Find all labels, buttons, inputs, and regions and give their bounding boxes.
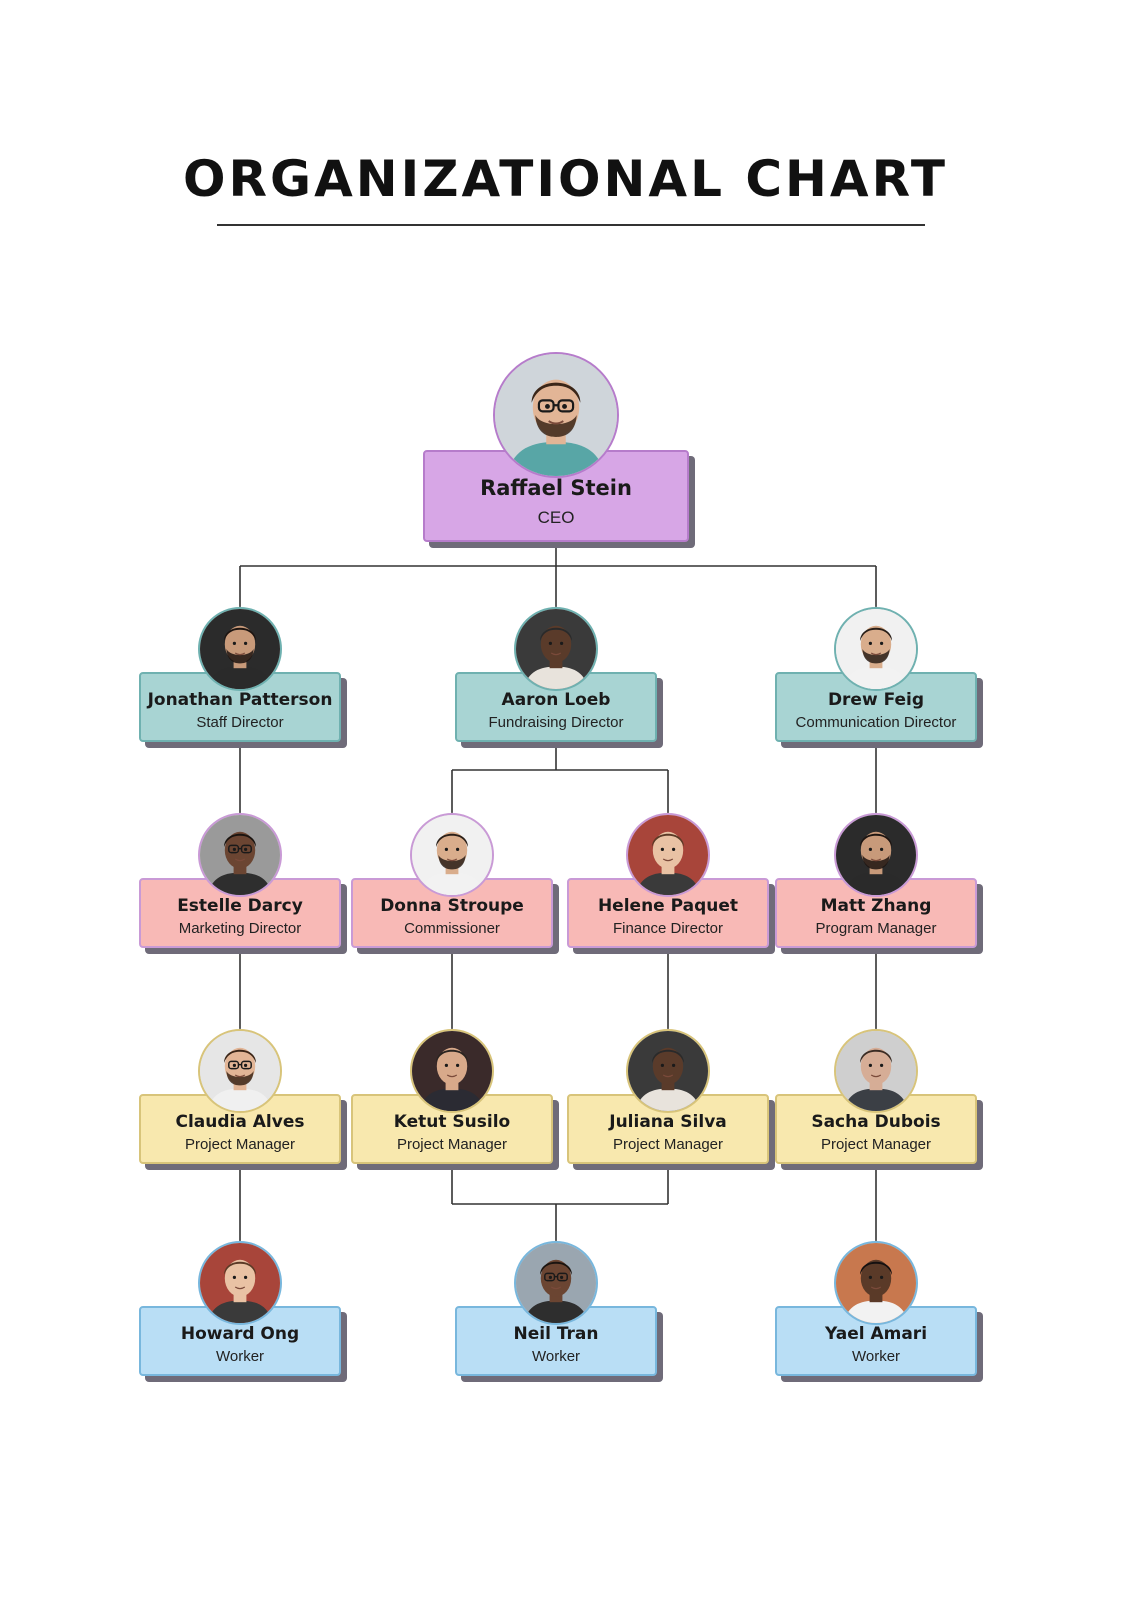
node-name: Ketut Susilo	[393, 1112, 511, 1132]
node-role: Project Manager	[184, 1136, 296, 1153]
node-role: Communication Director	[795, 714, 957, 731]
node-name: Neil Tran	[513, 1324, 599, 1344]
node-name: Sacha Dubois	[811, 1112, 941, 1132]
node-role: Worker	[215, 1348, 265, 1365]
avatar-matt-zhang	[834, 812, 918, 897]
avatar-raffael-stein	[493, 352, 619, 479]
node-name: Juliana Silva	[609, 1112, 727, 1132]
node-name: Matt Zhang	[820, 896, 932, 916]
node-name: Helene Paquet	[597, 896, 739, 916]
node-name: Claudia Alves	[175, 1112, 305, 1132]
avatar-howard-ong	[198, 1240, 282, 1325]
node-name: Howard Ong	[180, 1324, 300, 1344]
avatar-jonathan-patterson	[198, 606, 282, 691]
node-role: Project Manager	[612, 1136, 724, 1153]
avatar-ketut-susilo	[410, 1028, 494, 1113]
node-role: Commissioner	[404, 920, 500, 937]
avatar-donna-stroupe	[410, 812, 494, 897]
node-role: Project Manager	[396, 1136, 508, 1153]
avatar-estelle-darcy	[198, 812, 282, 897]
avatar-claudia-alves	[198, 1028, 282, 1113]
page-title: ORGANIZATIONAL CHART	[183, 150, 948, 208]
avatar-neil-tran	[514, 1240, 598, 1325]
avatar-sacha-dubois	[834, 1028, 918, 1113]
node-role: Program Manager	[815, 920, 937, 937]
node-role: Finance Director	[612, 920, 724, 937]
node-name: Yael Amari	[824, 1324, 928, 1344]
node-name: Jonathan Patterson	[147, 690, 333, 710]
node-name: Estelle Darcy	[177, 896, 303, 916]
avatar-helene-paquet	[626, 812, 710, 897]
node-role: Marketing Director	[178, 920, 302, 937]
node-role: CEO	[537, 508, 575, 527]
node-role: Project Manager	[820, 1136, 932, 1153]
title-underline	[217, 224, 925, 226]
node-role: Worker	[851, 1348, 901, 1365]
avatar-drew-feig	[834, 606, 918, 691]
avatar-juliana-silva	[626, 1028, 710, 1113]
node-role: Worker	[531, 1348, 581, 1365]
node-name: Raffael Stein	[480, 476, 632, 500]
node-name: Drew Feig	[827, 690, 925, 710]
node-name: Donna Stroupe	[380, 896, 524, 916]
node-role: Staff Director	[196, 714, 284, 731]
avatar-aaron-loeb	[514, 606, 598, 691]
avatar-yael-amari	[834, 1240, 918, 1325]
node-role: Fundraising Director	[488, 714, 624, 731]
node-name: Aaron Loeb	[501, 690, 611, 710]
